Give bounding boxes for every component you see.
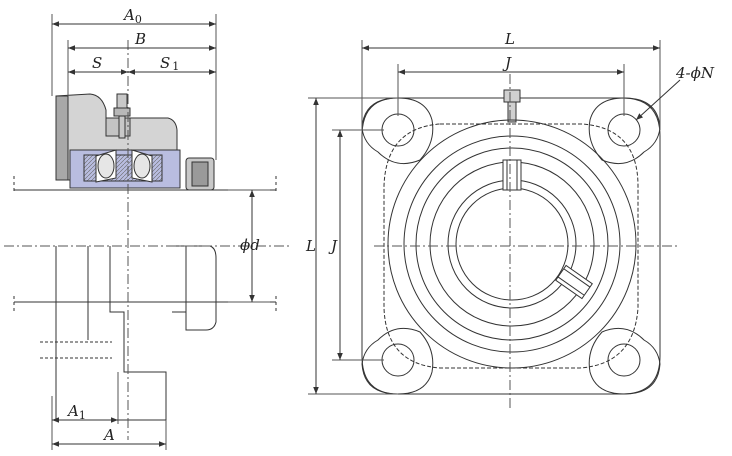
side-view <box>4 14 290 450</box>
locking-collar <box>185 157 215 191</box>
label-a0: A0 <box>122 6 142 26</box>
label-holes: 4-ϕN <box>675 64 715 82</box>
shaft <box>13 176 277 312</box>
label-j-top: J <box>502 54 512 72</box>
label-s: S <box>92 54 102 72</box>
label-l-top: L <box>504 30 515 48</box>
front-grease-nipple <box>503 89 521 123</box>
side-dimension-lines <box>52 21 255 447</box>
bolt-holes <box>381 113 641 377</box>
label-j-side: J <box>328 237 338 255</box>
front-extension-lines <box>308 40 661 395</box>
housing-body <box>383 123 639 369</box>
side-extension-lines <box>51 14 270 450</box>
grease-nipple <box>113 93 131 139</box>
label-a: A <box>102 426 115 444</box>
label-a1: A1 <box>66 402 86 422</box>
label-b: B <box>134 30 146 48</box>
front-centerlines <box>374 74 680 410</box>
side-centerlines <box>4 40 290 440</box>
front-dimension-lines <box>313 45 681 394</box>
label-phi-d: ϕd <box>240 236 260 254</box>
bearing-rings <box>387 119 637 369</box>
set-screws <box>502 159 593 300</box>
bearing-section <box>69 149 181 189</box>
front-view <box>308 40 681 410</box>
label-l-side: L <box>305 237 316 255</box>
